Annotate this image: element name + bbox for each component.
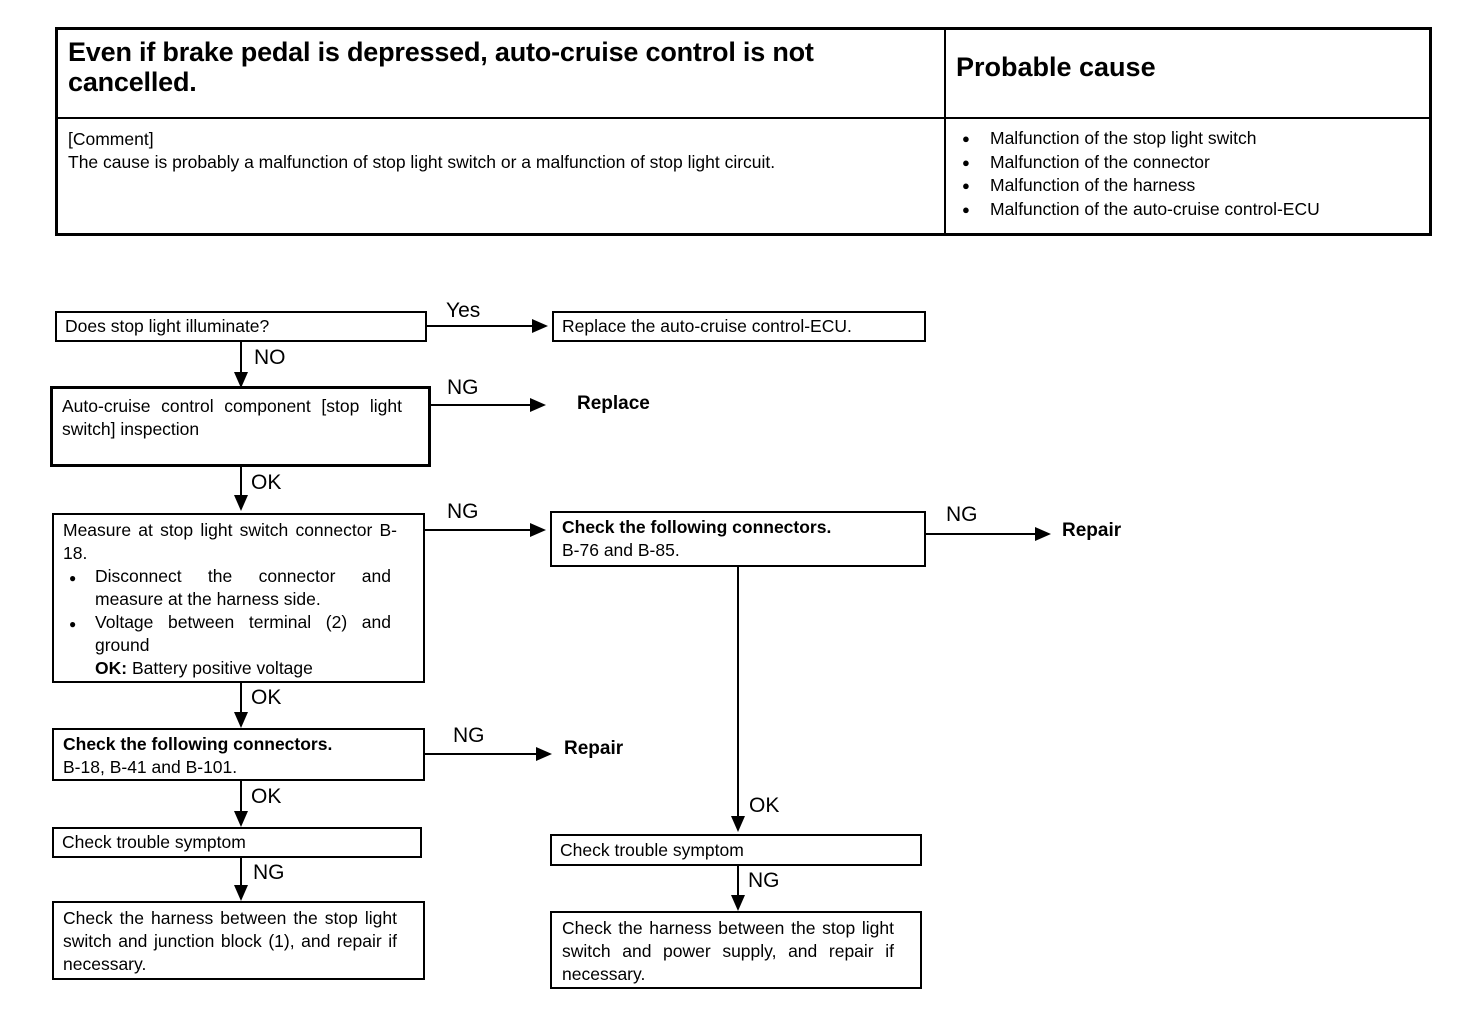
arrow-ng-line [425, 529, 532, 531]
arrow-ng-line [240, 858, 242, 887]
action-replace: Replace [577, 393, 650, 414]
branch-label-yes: Yes [446, 299, 481, 322]
arrowhead-down-icon [731, 816, 745, 832]
measure-ok-condition: OK: Battery positive voltage [95, 658, 313, 678]
action-repair: Repair [1062, 520, 1122, 541]
measure-bullet-2: Voltage between terminal (2) and ground … [63, 611, 415, 680]
branch-label-ok: OK [251, 471, 282, 494]
probable-cause-list: Malfunction of the stop light switch Mal… [954, 127, 1421, 221]
arrowhead-right-icon [530, 398, 546, 412]
flow-box-component-inspection: Auto-cruise control component [stop ligh… [50, 386, 431, 467]
probable-cause-list-cell: Malfunction of the stop light switch Mal… [946, 119, 1429, 233]
arrow-ok-line [240, 467, 242, 497]
arrowhead-down-icon [731, 895, 745, 911]
flow-box-harness-power-supply: Check the harness between the stop light… [550, 911, 922, 989]
flow-box-check-connectors-right: Check the following connectors. B-76 and… [550, 511, 926, 567]
flow-box-stop-light-question: Does stop light illuminate? [55, 311, 427, 342]
branch-label-no: NO [254, 346, 286, 369]
action-repair: Repair [564, 738, 624, 759]
arrowhead-down-icon [234, 712, 248, 728]
arrow-ng-line [926, 533, 1037, 535]
arrow-ng-line [737, 866, 739, 897]
arrowhead-right-icon [536, 747, 552, 761]
measure-title: Measure at stop light switch connector B… [63, 520, 397, 563]
flow-box-check-symptom-left: Check trouble symptom [52, 827, 422, 858]
arrow-ng-line [425, 753, 538, 755]
arrowhead-down-icon [234, 372, 248, 388]
flow-box-harness-junction-block: Check the harness between the stop light… [52, 901, 425, 980]
arrowhead-right-icon [532, 319, 548, 333]
arrow-ok-line [240, 781, 242, 813]
bullet-icon [962, 151, 970, 175]
comment-text: The cause is probably a malfunction of s… [68, 152, 776, 173]
arrowhead-down-icon [234, 495, 248, 511]
flow-box-check-connectors-left: Check the following connectors. B-18, B-… [52, 728, 425, 781]
comment-cell: [Comment] The cause is probably a malfun… [58, 119, 946, 233]
bullet-icon [69, 613, 76, 636]
bullet-icon [962, 174, 970, 198]
bullet-icon [69, 567, 76, 590]
arrowhead-down-icon [234, 811, 248, 827]
branch-label-ng: NG [453, 724, 485, 747]
branch-label-ng: NG [748, 869, 780, 892]
arrow-ok-line [737, 567, 739, 818]
branch-label-ok: OK [749, 794, 780, 817]
arrow-ok-line [240, 683, 242, 714]
arrowhead-right-icon [1035, 527, 1051, 541]
list-item: Malfunction of the stop light switch [954, 127, 1421, 151]
comment-label: [Comment] [68, 129, 154, 149]
problem-title: Even if brake pedal is depressed, auto-c… [58, 30, 946, 119]
flow-box-replace-ecu: Replace the auto-cruise control-ECU. [552, 311, 926, 342]
branch-label-ng: NG [946, 503, 978, 526]
flow-box-measure-connector: Measure at stop light switch connector B… [52, 513, 425, 683]
list-item: Malfunction of the auto-cruise control-E… [954, 198, 1421, 222]
measure-bullet-1: Disconnect the connector and measure at … [63, 565, 415, 611]
branch-label-ng: NG [447, 376, 479, 399]
branch-label-ok: OK [251, 686, 282, 709]
branch-label-ng: NG [253, 861, 285, 884]
arrowhead-right-icon [530, 523, 546, 537]
probable-cause-heading: Probable cause [946, 30, 1429, 119]
branch-label-ok: OK [251, 785, 282, 808]
arrowhead-down-icon [234, 885, 248, 901]
branch-label-ng: NG [447, 500, 479, 523]
arrow-no-line [240, 342, 242, 374]
arrow-yes-line [427, 325, 533, 327]
bullet-icon [962, 198, 970, 222]
arrow-ng-line [431, 404, 532, 406]
list-item: Malfunction of the harness [954, 174, 1421, 198]
bullet-icon [962, 127, 970, 151]
list-item: Malfunction of the connector [954, 151, 1421, 175]
flow-box-check-symptom-right: Check trouble symptom [550, 834, 922, 866]
problem-header-table: Even if brake pedal is depressed, auto-c… [55, 27, 1432, 236]
